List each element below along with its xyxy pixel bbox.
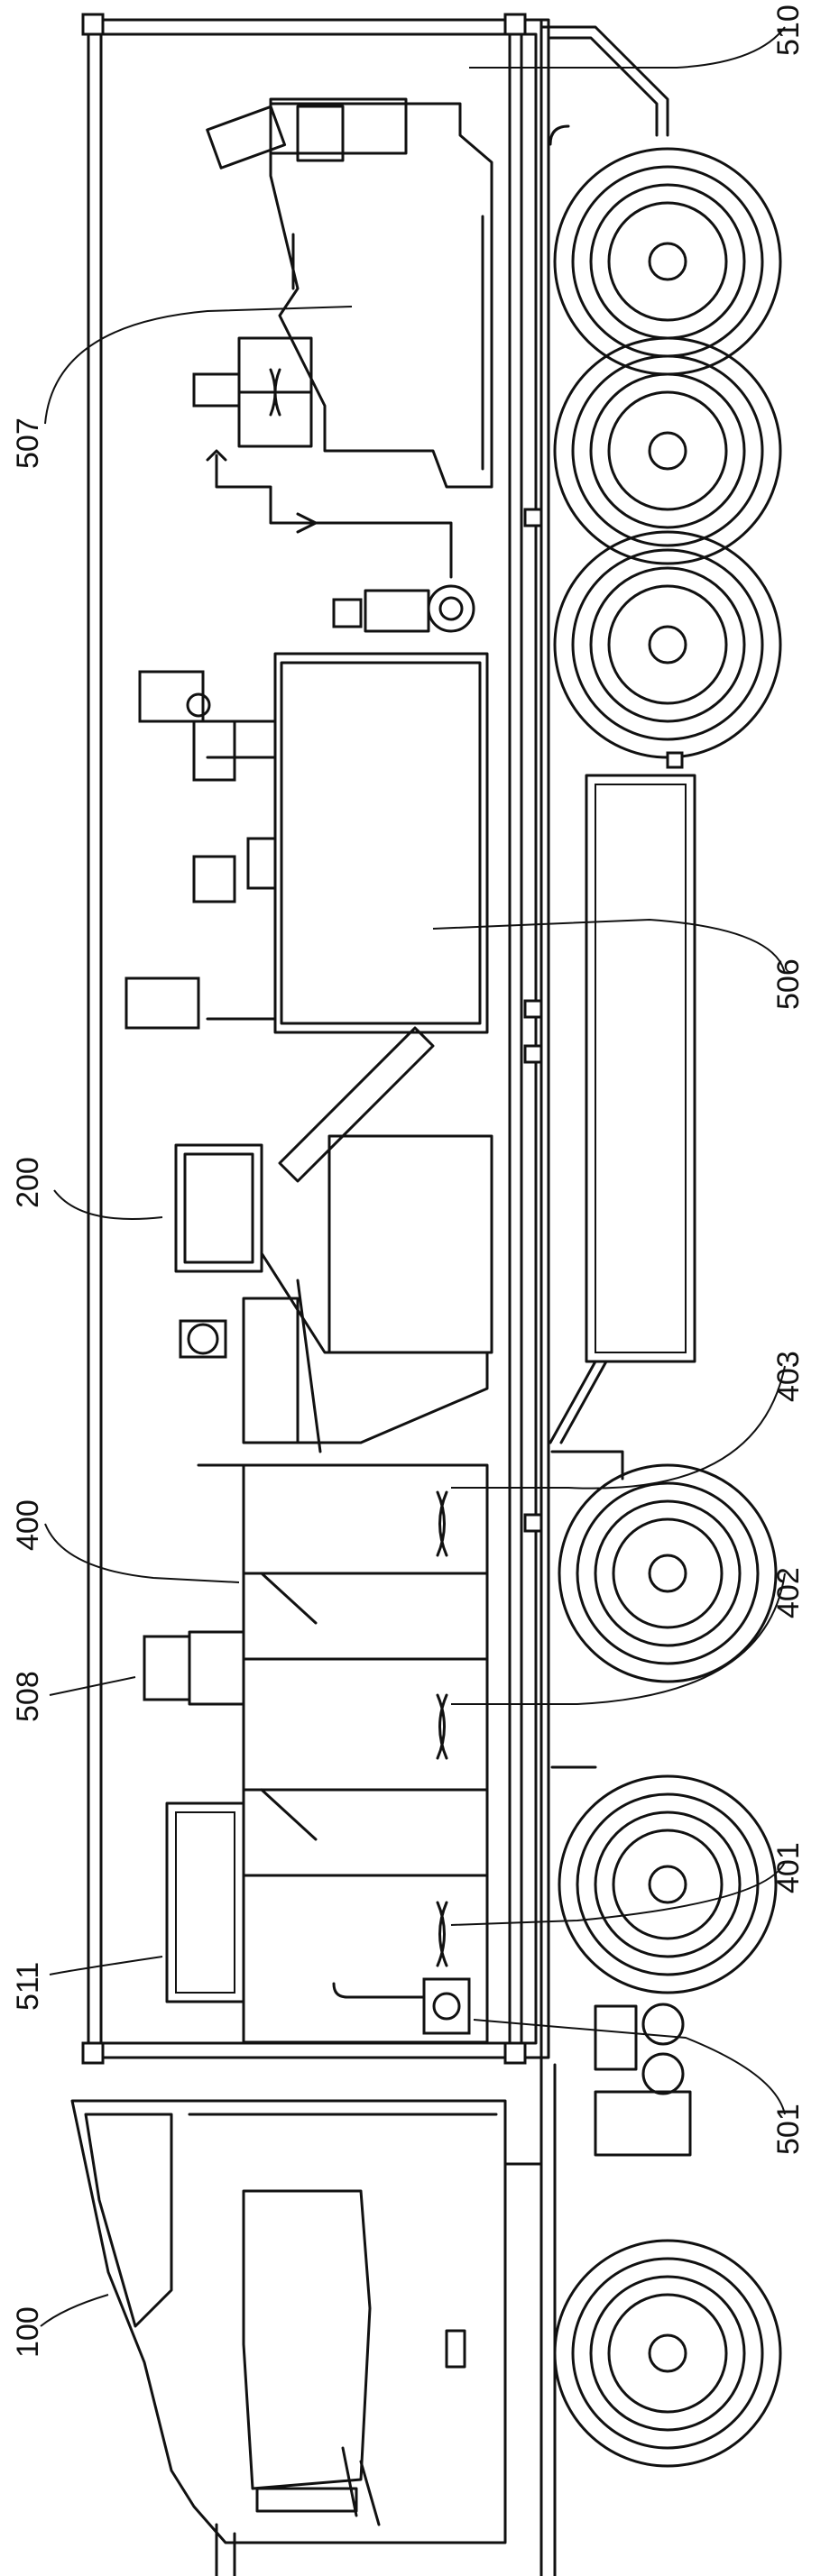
wheel-2: [553, 336, 782, 565]
wheel-6: [553, 2239, 782, 2468]
label-401: 401: [771, 1842, 806, 1893]
underbody-tank: [523, 508, 696, 1533]
label-511: 511: [11, 1962, 45, 2011]
pump-assembly: [332, 584, 475, 633]
pump-501: [332, 1977, 471, 2035]
tank-506: [124, 652, 489, 1034]
control-units: [143, 1463, 245, 2003]
separator-unit: [206, 97, 493, 489]
label-200: 200: [11, 1157, 45, 1208]
label-510: 510: [771, 5, 806, 56]
wheel-1: [553, 147, 782, 376]
label-402: 402: [771, 1567, 806, 1618]
container-frame: [81, 13, 669, 2065]
tank-chambers: [242, 1463, 489, 2044]
label-400: 400: [11, 1499, 45, 1551]
small-tank-507: [192, 336, 453, 579]
wheel-4: [558, 1463, 778, 1683]
label-506: 506: [771, 958, 806, 1010]
wheel-3: [553, 530, 782, 759]
wheel-group: [549, 124, 782, 2468]
crusher-200: [174, 1026, 493, 1453]
cab-underbody: [539, 2003, 692, 2576]
label-100: 100: [11, 2306, 45, 2358]
label-403: 403: [771, 1351, 806, 1402]
label-501: 501: [771, 2104, 806, 2155]
leader-lines: [40, 26, 786, 2327]
label-508: 508: [11, 1671, 45, 1722]
wheel-5: [558, 1774, 778, 1994]
truck-cab: [70, 2099, 543, 2576]
reference-labels: 510 507 506 200 403 400 402 508 401 511 …: [11, 5, 806, 2358]
label-507: 507: [11, 417, 45, 469]
